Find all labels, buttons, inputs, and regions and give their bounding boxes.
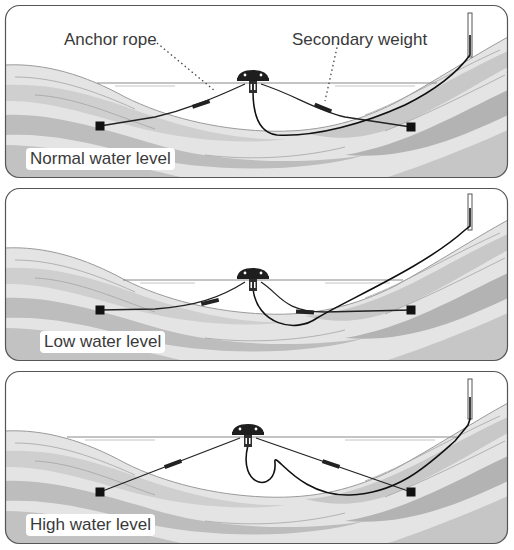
callout-label: Secondary weight bbox=[292, 30, 427, 50]
panel-label: Normal water level bbox=[26, 148, 175, 170]
panel-label: High water level bbox=[26, 514, 155, 536]
panel-label: Low water level bbox=[40, 331, 165, 353]
callout-label: Anchor rope bbox=[64, 30, 157, 50]
